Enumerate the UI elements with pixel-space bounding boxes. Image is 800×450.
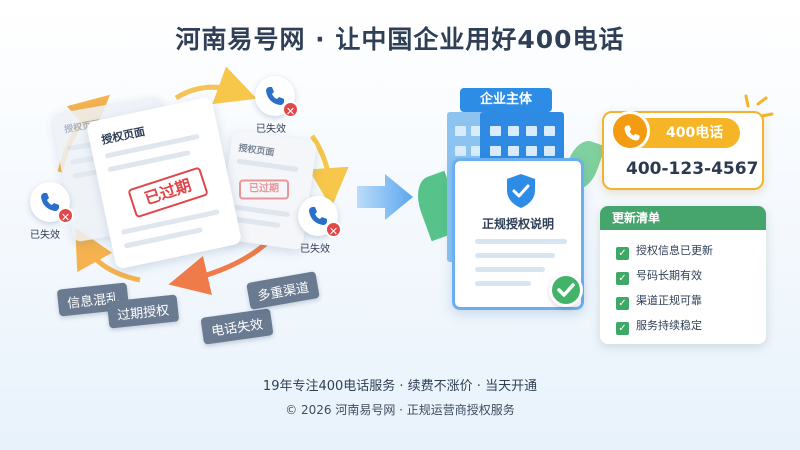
- checkmark-icon: ✓: [616, 322, 629, 335]
- phone-icon: [266, 87, 284, 105]
- close-icon: ✕: [57, 207, 74, 224]
- update-item: ✓号码长期有效: [616, 267, 702, 285]
- checkmark-icon: [549, 273, 583, 307]
- doc-back2-title: 授权页面: [237, 143, 275, 159]
- phone-icon: [309, 207, 327, 225]
- expired-stamp: 已过期: [127, 166, 209, 219]
- lost-phone-badge-right: ✕: [298, 196, 342, 238]
- lost-label-top: 已失效: [256, 124, 286, 135]
- lost-phone-badge-left: ✕: [30, 182, 74, 224]
- checkmark-icon: ✓: [616, 297, 629, 310]
- phone-number: 400-123-4567: [626, 159, 759, 179]
- sparkle-decoration: [744, 94, 774, 118]
- arrow-right-icon: [357, 174, 413, 220]
- expired-stamp-small: 已过期: [239, 179, 290, 200]
- shield-check-icon: [507, 174, 535, 208]
- company-label: 企业主体: [460, 88, 552, 112]
- footer-tagline: 19年专注400电话服务 · 续费不涨价 · 当天开通: [262, 379, 538, 394]
- checkmark-icon: ✓: [616, 247, 629, 260]
- phone-card: 400电话 400-123-4567: [602, 111, 764, 190]
- lost-label-left: 已失效: [30, 230, 60, 241]
- close-icon: ✕: [282, 101, 299, 118]
- checkmark-icon: ✓: [616, 272, 629, 285]
- doc-main-title: 授权页面: [100, 124, 147, 147]
- lost-phone-badge-top: ✕: [255, 76, 299, 118]
- auth-card: 正规授权说明: [452, 158, 584, 310]
- page-title: 河南易号网 · 让中国企业用好400电话: [175, 25, 625, 54]
- auth-title: 正规授权说明: [481, 217, 554, 231]
- footer-copyright: © 2026 河南易号网 · 正规运营商授权服务: [285, 403, 515, 417]
- update-title: 更新清单: [600, 206, 766, 230]
- phone-icon: [41, 193, 59, 211]
- close-icon: ✕: [325, 221, 342, 238]
- lost-label-right: 已失效: [300, 244, 330, 255]
- update-item: ✓渠道正规可靠: [616, 292, 702, 310]
- update-card: 更新清单 ✓授权信息已更新 ✓号码长期有效 ✓渠道正规可靠 ✓服务持续稳定: [600, 206, 766, 344]
- update-item: ✓授权信息已更新: [616, 242, 713, 260]
- update-item: ✓服务持续稳定: [616, 317, 702, 335]
- phone-icon: [610, 111, 650, 151]
